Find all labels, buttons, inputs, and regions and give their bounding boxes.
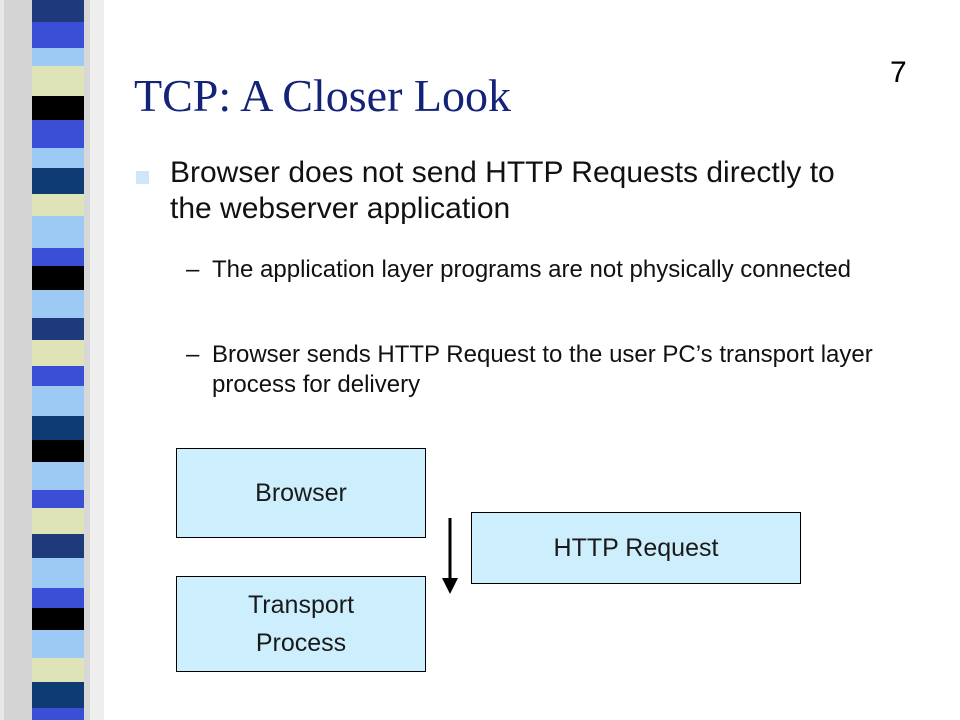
stripe-segment [32,366,84,386]
sub-bullet-1: – The application layer programs are not… [186,255,886,285]
stripe-segment [32,682,84,708]
stripe-segment [32,120,84,148]
decorative-stripe-bar [0,0,110,720]
stripe-segment [32,340,84,366]
http-request-box-label: HTTP Request [553,534,719,562]
stripe-segment [32,558,84,588]
stripe-segment [32,290,84,318]
slide-number: 7 [890,56,907,89]
stripe-segment [32,490,84,508]
stripe-segment [32,318,84,340]
stripe-segment [32,22,84,48]
stripe-segment [32,216,84,248]
stripe-segment [32,462,84,490]
stripe-segment [32,658,84,682]
sub-bullet-1-text: The application layer programs are not p… [212,256,852,283]
transport-box-label-line1: Transport [247,591,355,619]
stripe-segment [32,194,84,216]
sub-bullet-2-text: Browser sends HTTP Request to the user P… [212,341,873,398]
browser-box-label: Browser [255,479,347,507]
stripe-segment [32,0,84,22]
transport-box-label-line2: Process [255,629,347,657]
stripe-segment [32,148,84,168]
stripe-segment [32,440,84,462]
main-bullet-text: Browser does not send HTTP Requests dire… [170,156,835,225]
stripe-segment [32,266,84,290]
stripe-segment [32,508,84,534]
stripe-segment [32,416,84,440]
stripe-segment [32,66,84,96]
stripe-segment [32,386,84,416]
main-bullet: Browser does not send HTTP Requests dire… [136,155,856,227]
dash-marker: – [186,341,200,368]
stripe-segment [32,630,84,658]
stripe-segment [32,248,84,266]
stripe-segment [32,608,84,630]
stripe-segment [32,534,84,558]
stripe-segment [32,168,84,194]
http-request-box: HTTP Request [471,512,801,584]
bullet-square-icon [136,171,149,184]
stripe-segment [32,588,84,608]
down-arrow-icon [442,518,458,594]
dash-marker: – [186,256,200,283]
stripe-segment [32,708,84,720]
slide-title: TCP: A Closer Look [134,70,511,121]
browser-box: Browser [176,448,426,538]
stripe-segment [32,48,84,66]
sub-bullet-2: – Browser sends HTTP Request to the user… [186,340,886,400]
stripe-segment [32,96,84,120]
stripe-pattern [0,0,110,720]
transport-process-box: Transport Process [176,576,426,672]
